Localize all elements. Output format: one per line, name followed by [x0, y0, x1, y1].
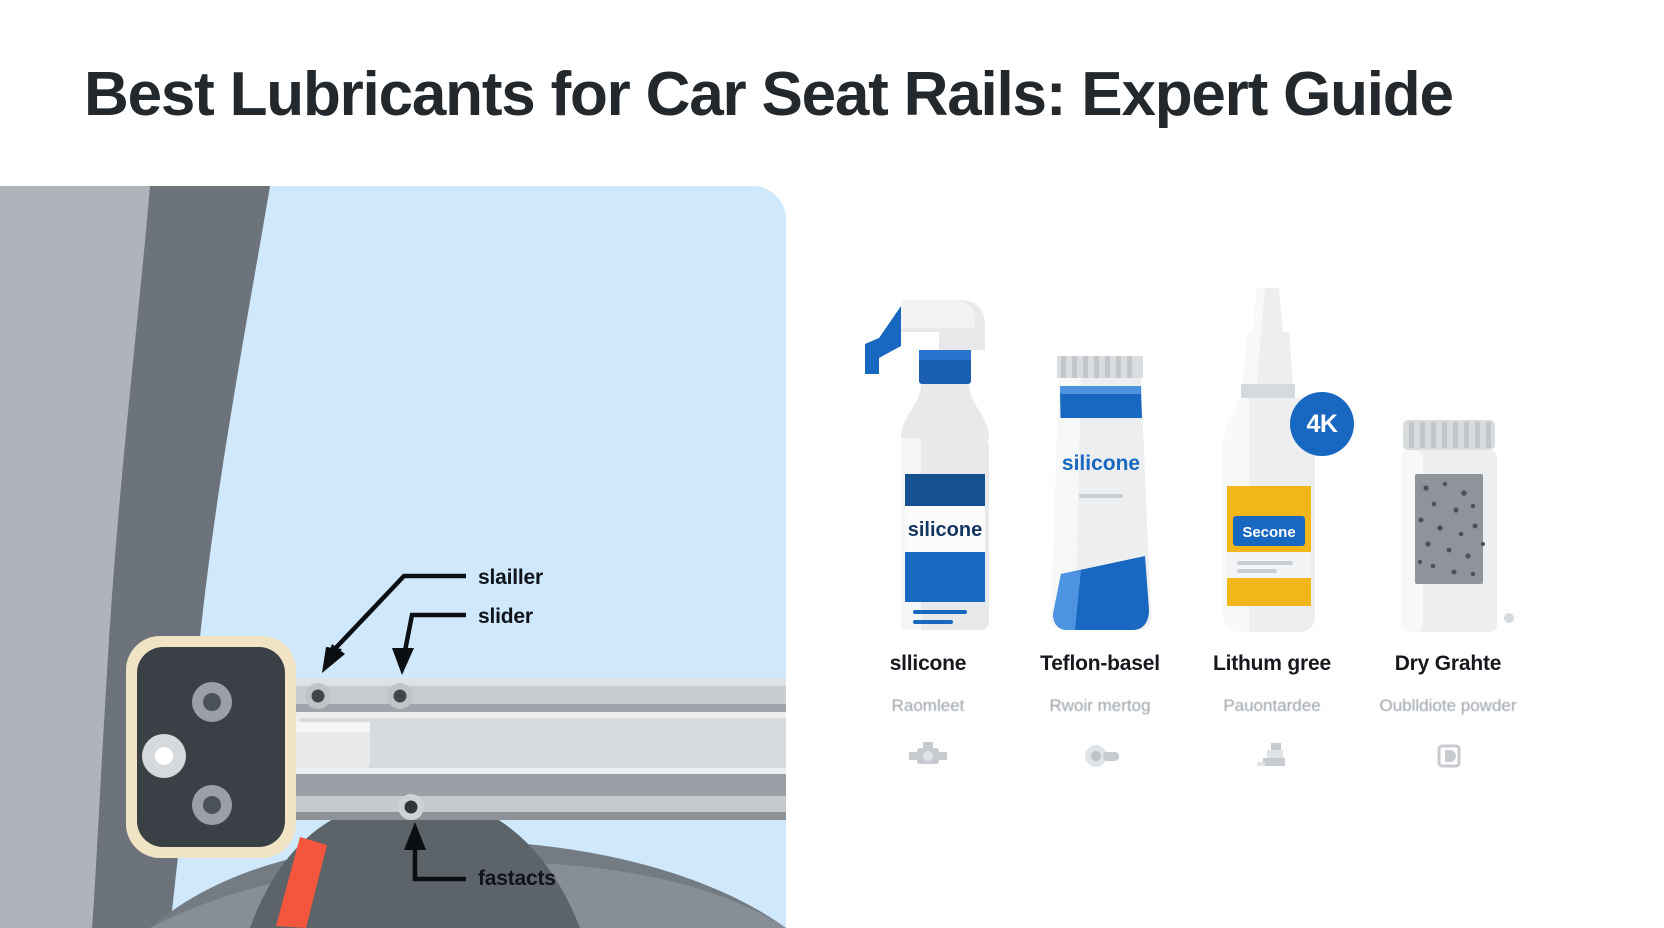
callout-label-slider: slider — [478, 605, 533, 628]
product-art-powder-jar — [1348, 278, 1548, 638]
product-art-dropper-bottle: Secone — [1172, 278, 1372, 638]
product-card-4[interactable]: Dry Grahte Oublldiote powder — [1348, 278, 1548, 778]
callout-label-fastacts: fastacts — [478, 867, 556, 890]
product-subtitle: Raomleet — [891, 696, 965, 715]
product-grid: silicone sllicone Raomleet — [800, 186, 1664, 928]
product-subtitle: Rwoir mertog — [1049, 696, 1151, 715]
product-art-spray-bottle: silicone — [828, 278, 1028, 638]
seat-rail-diagram — [0, 186, 786, 928]
product-footer-icon-3 — [1172, 738, 1372, 778]
svg-text:Secone: Secone — [1242, 524, 1295, 541]
product-name: sllicone — [889, 652, 967, 675]
product-footer-icon-1 — [828, 738, 1028, 778]
svg-text:silicone: silicone — [1062, 452, 1140, 475]
product-card-3[interactable]: Secone Lithum gree Pauontardee — [1172, 278, 1372, 778]
header: Best Lubricants for Car Seat Rails: Expe… — [0, 0, 1664, 190]
product-name: Dry Grahte — [1394, 652, 1502, 675]
product-art-squeeze-tube: silicone — [1000, 278, 1200, 638]
product-footer-icon-4 — [1348, 738, 1548, 778]
page-title: Best Lubricants for Car Seat Rails: Expe… — [84, 60, 1454, 129]
illustration-panel: slailler slider fastacts — [0, 186, 786, 928]
product-name: Teflon-basel — [1040, 652, 1160, 675]
badge-4k: 4K — [1290, 392, 1354, 456]
product-card-1[interactable]: silicone sllicone Raomleet — [828, 278, 1028, 778]
callout-label-slailler: slailler — [478, 566, 543, 589]
product-card-2[interactable]: silicone Teflon-basel Rwoir mertog — [1000, 278, 1200, 778]
product-subtitle: Pauontardee — [1223, 696, 1321, 715]
svg-text:silicone: silicone — [908, 519, 982, 541]
product-footer-icon-2 — [1000, 738, 1200, 778]
product-subtitle: Oublldiote powder — [1379, 696, 1517, 715]
product-name: Lithum gree — [1213, 652, 1331, 675]
